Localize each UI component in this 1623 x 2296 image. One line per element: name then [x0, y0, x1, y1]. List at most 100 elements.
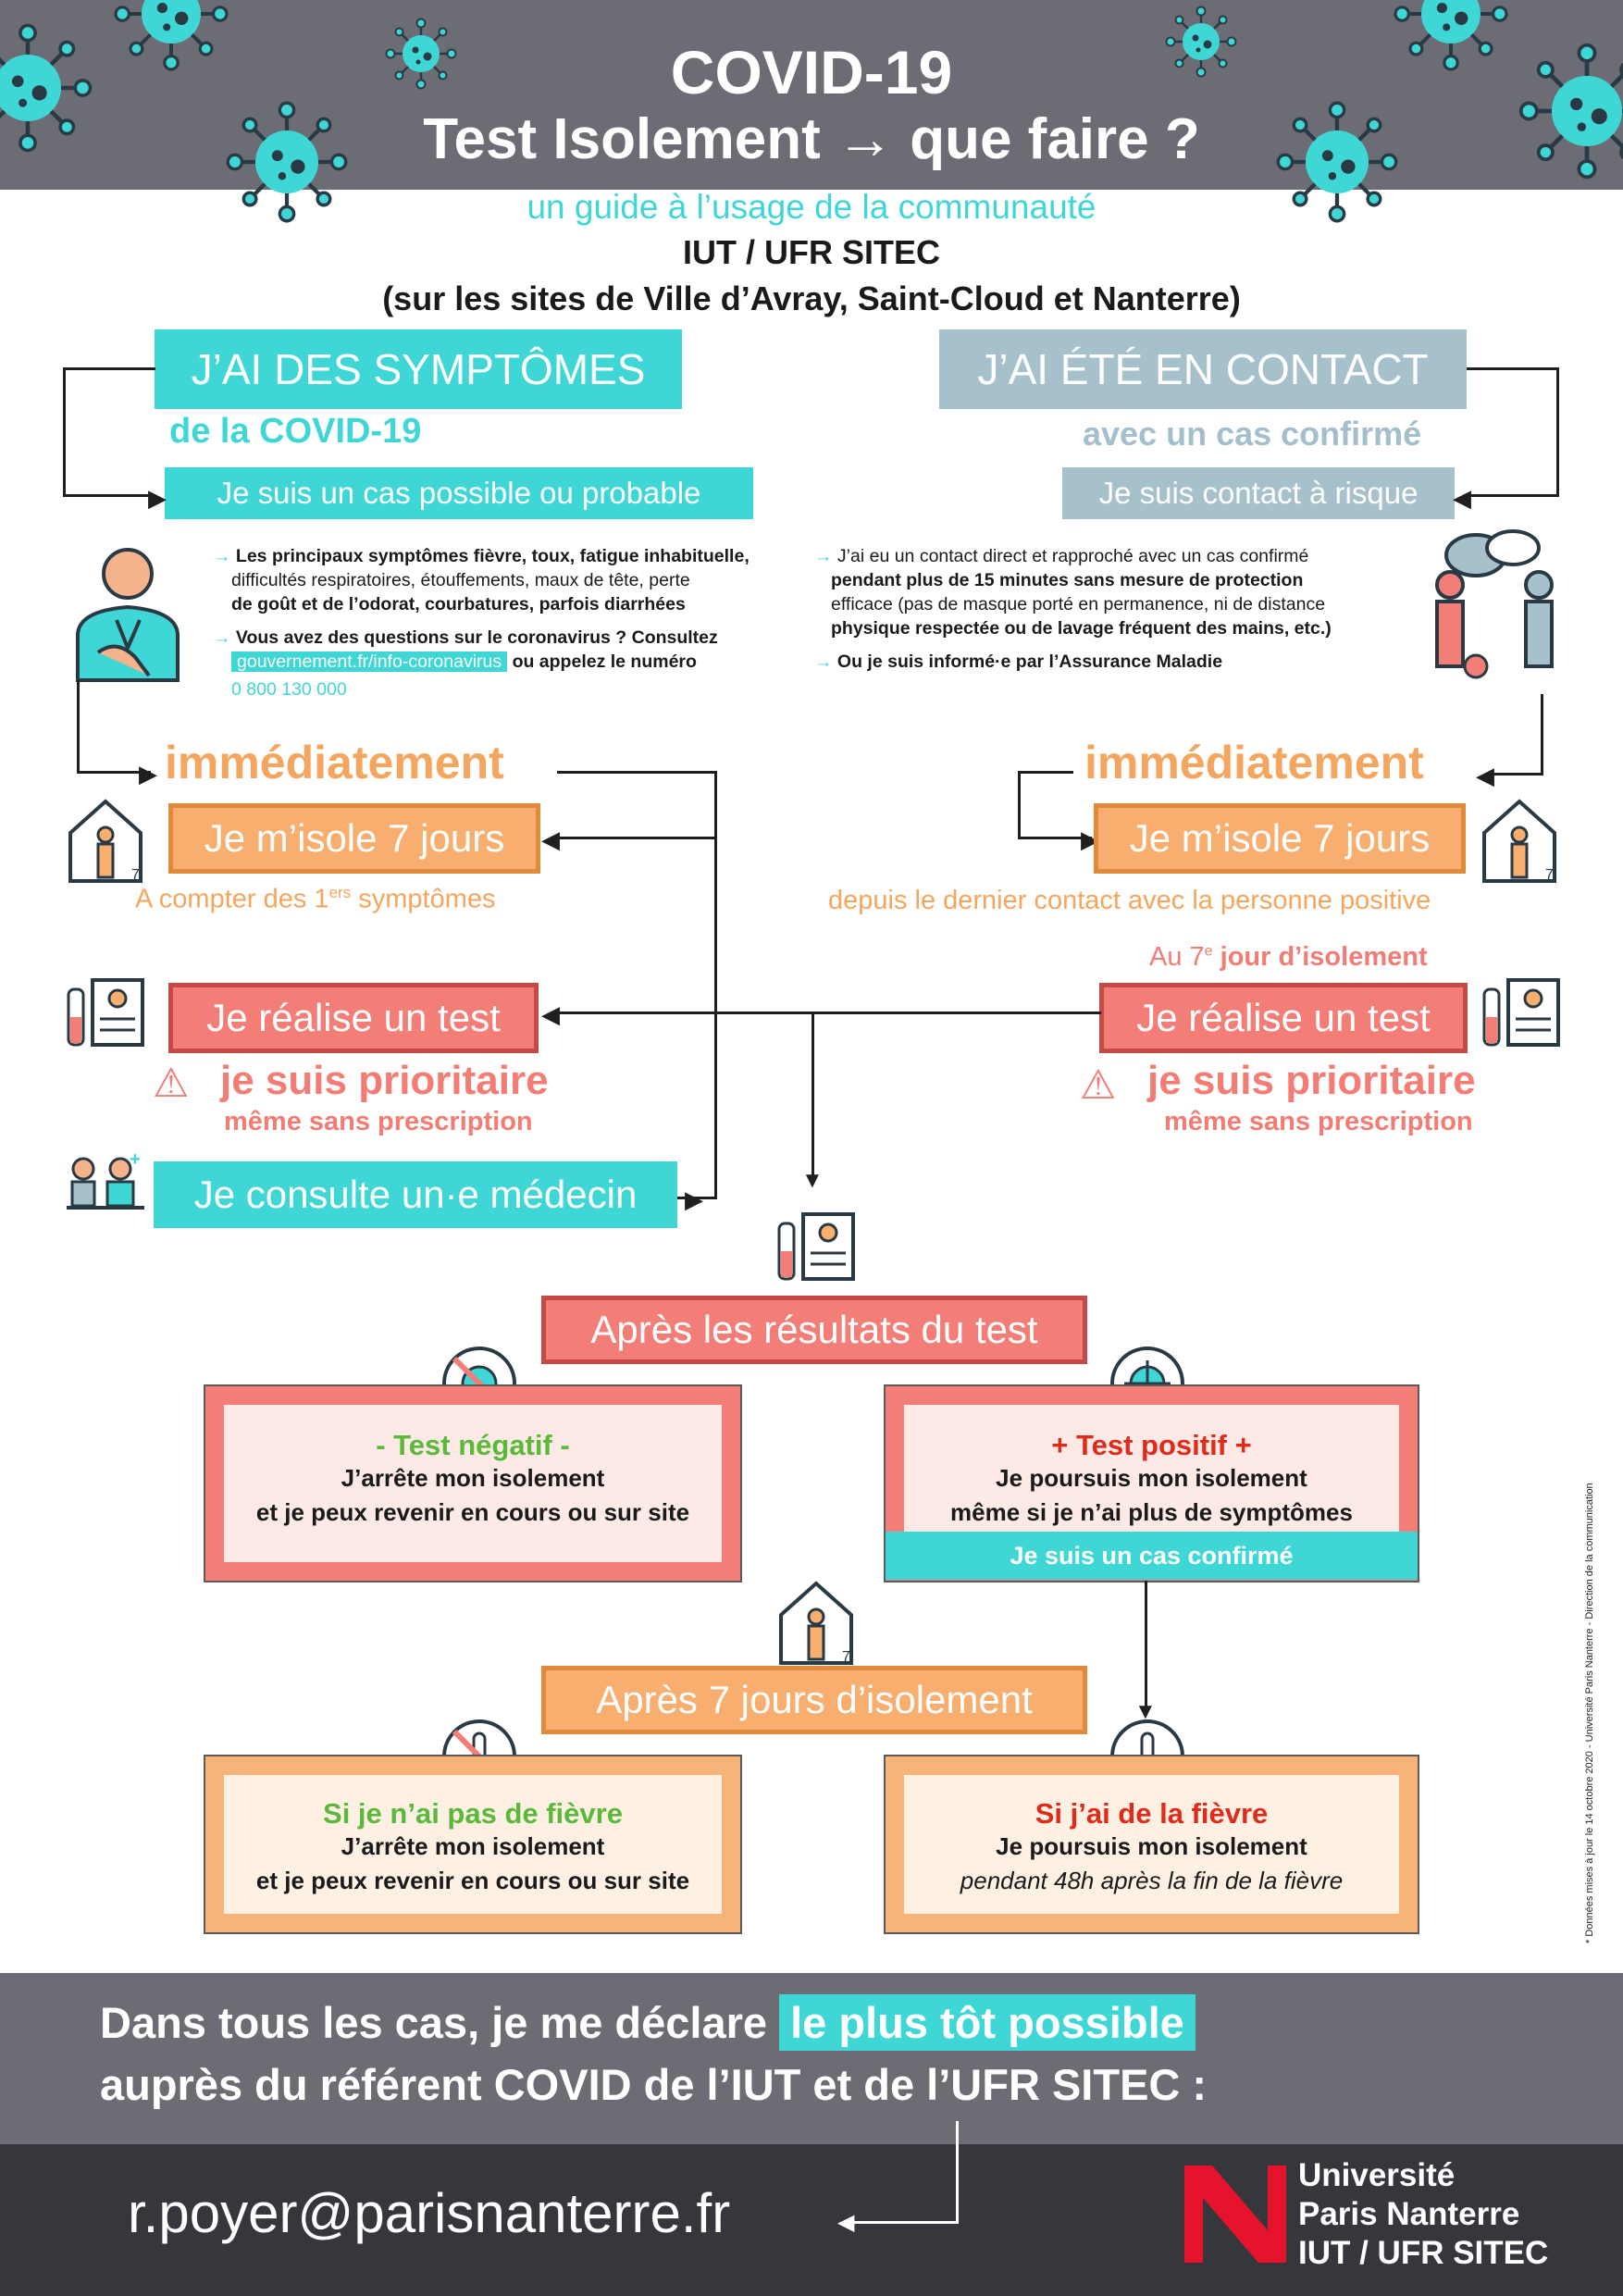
connector-line [63, 367, 66, 497]
test-report-icon [67, 978, 144, 1047]
page-title-line2: Test Isolement → que faire ? [423, 107, 1200, 171]
connector-line [1485, 773, 1543, 776]
uni-name: Université Paris Nanterre IUT / UFR SITE… [1298, 2157, 1549, 2271]
page-subtitle: un guide à l’usage de la communauté [527, 188, 1096, 226]
no-fever-card: Si je n’ai pas de fièvre J’arrête mon is… [204, 1755, 742, 1934]
right-no-prescription: même sans prescription [1164, 1107, 1473, 1136]
svg-text:7: 7 [131, 867, 140, 883]
svg-text:7: 7 [842, 1649, 850, 1665]
arrow-down-icon: ▼ [801, 1168, 824, 1193]
positive-title: + Test positif + [1051, 1429, 1252, 1461]
org-name: IUT / UFR SITEC [683, 233, 940, 271]
results-title-box: Après les résultats du test [541, 1296, 1087, 1364]
house-isolation-icon: 7 [68, 799, 142, 883]
possible-case-box: Je suis un cas possible ou probable [165, 467, 753, 519]
left-isolate-box: Je m’isole 7 jours [168, 803, 540, 874]
declare-line2: auprès du référent COVID de l’IUT et de … [100, 2060, 1208, 2109]
no-fever-line2: et je peux revenir en cours ou sur site [255, 1867, 690, 1894]
arrow-down-icon: ▼ [1134, 1699, 1157, 1724]
footer-contact-band [0, 2144, 1623, 2296]
connector-line [1018, 837, 1092, 839]
connector-line [1018, 771, 1021, 838]
no-fever-line1: J’arrête mon isolement [341, 1832, 605, 1860]
contact-bullets: → J’ai eu un contact direct et rapproché… [814, 546, 1332, 672]
arrow-right-icon: ▶ [148, 484, 167, 512]
connector-line [77, 680, 80, 773]
connector-line [1464, 494, 1559, 497]
right-isolate-box: Je m’isole 7 jours [1094, 803, 1466, 874]
negative-result-card: - Test négatif - J’arrête mon isolement … [204, 1384, 742, 1582]
warning-icon: ⚠ [153, 1061, 190, 1106]
left-count-from: A compter des 1ers symptômes [135, 884, 496, 914]
connector-line [551, 1011, 1101, 1014]
right-since-contact: depuis le dernier contact avec la person… [828, 886, 1431, 915]
connector-line [557, 771, 716, 774]
connector-line [1541, 694, 1543, 775]
arrow-left-icon: ◀ [837, 2210, 855, 2235]
right-test-box: Je réalise un test [1099, 983, 1468, 1053]
warning-icon: ⚠ [1080, 1062, 1117, 1108]
connector-line [1467, 367, 1559, 370]
fever-line1: Je poursuis mon isolement [996, 1832, 1307, 1860]
arrow-right-icon: ▶ [139, 760, 157, 788]
risk-contact-box: Je suis contact à risque [1062, 467, 1455, 519]
university-logo-icon [1184, 2166, 1286, 2263]
referent-email-link[interactable]: r.poyer@parisnanterre.fr [128, 2182, 731, 2244]
fever-line2: pendant 48h après la fin de la fièvre [960, 1867, 1344, 1894]
connector-line [1018, 771, 1073, 774]
svg-text:7: 7 [1545, 867, 1554, 883]
connector-line [812, 1011, 814, 1178]
no-fever-title: Si je n’ai pas de fièvre [323, 1797, 623, 1830]
connector-line [551, 837, 717, 839]
declare-line1: Dans tous les cas, je me déclare le plus… [100, 1994, 1196, 2051]
side-footnote: * Données mises à jour le 14 octobre 202… [1584, 1483, 1595, 1943]
arrow-right-icon: ▶ [685, 1185, 703, 1213]
fever-card: Si j’ai de la fièvre Je poursuis mon iso… [884, 1755, 1419, 1934]
connector-line [63, 494, 155, 497]
house-isolation-icon: 7 [779, 1581, 853, 1665]
contact-people-icon [1435, 529, 1554, 679]
declare-highlight: le plus tôt possible [779, 1994, 1196, 2051]
connector-line [714, 771, 717, 1198]
svg-text:+: + [130, 1152, 141, 1170]
phone-number: 0 800 130 000 [231, 679, 347, 700]
symptoms-header-box: J’AI DES SYMPTÔMES [155, 329, 682, 409]
connector-line [675, 1197, 717, 1199]
connector-line [63, 367, 155, 370]
contact-subheader: avec un cas confirmé [1083, 415, 1422, 453]
connector-line [77, 771, 151, 774]
test-report-icon [1482, 978, 1560, 1047]
connector-line [956, 2121, 959, 2223]
seventh-day-note: Au 7e jour d’isolement [1149, 942, 1428, 972]
arrow-left-icon: ◀ [541, 1000, 560, 1028]
symptoms-bullets: → Les principaux symptômes fièvre, toux,… [213, 544, 805, 701]
contact-header-box: J’AI ÉTÉ EN CONTACT [939, 329, 1467, 409]
house-isolation-icon: 7 [1482, 799, 1556, 883]
sick-person-icon [76, 548, 180, 682]
arrow-left-icon: ◀ [541, 825, 560, 853]
connector-line [847, 2221, 959, 2224]
arrow-left-icon: ◀ [1453, 484, 1471, 512]
confirmed-case-banner: Je suis un cas confirmé [886, 1532, 1418, 1580]
arrow-left-icon: ◀ [1476, 762, 1494, 789]
negative-line1: J’arrête mon isolement [341, 1464, 605, 1492]
org-sites: (sur les sites de Ville d’Avray, Saint-C… [382, 279, 1241, 317]
connector-line [1556, 367, 1559, 497]
left-immediately: immédiatement [165, 737, 504, 788]
symptoms-subheader: de la COVID-19 [169, 412, 422, 451]
right-priority: je suis prioritaire [1147, 1058, 1476, 1103]
test-report-icon [777, 1212, 855, 1281]
negative-title: - Test négatif - [376, 1429, 570, 1461]
right-immediately: immédiatement [1084, 737, 1424, 788]
page-title: COVID-19 [670, 38, 953, 106]
positive-line1: Je poursuis mon isolement [996, 1464, 1307, 1492]
left-test-box: Je réalise un test [168, 983, 539, 1053]
doctor-box: Je consulte un·e médecin [154, 1161, 677, 1228]
info-coronavirus-link[interactable]: gouvernement.fr/info-coronavirus [231, 652, 508, 672]
left-priority: je suis prioritaire [220, 1058, 549, 1103]
left-no-prescription: même sans prescription [224, 1107, 533, 1136]
negative-line2: et je peux revenir en cours ou sur site [255, 1498, 690, 1526]
fever-title: Si j’ai de la fièvre [1035, 1797, 1269, 1830]
doctor-consult-icon: + [67, 1152, 144, 1210]
after7-title-box: Après 7 jours d’isolement [541, 1666, 1087, 1734]
